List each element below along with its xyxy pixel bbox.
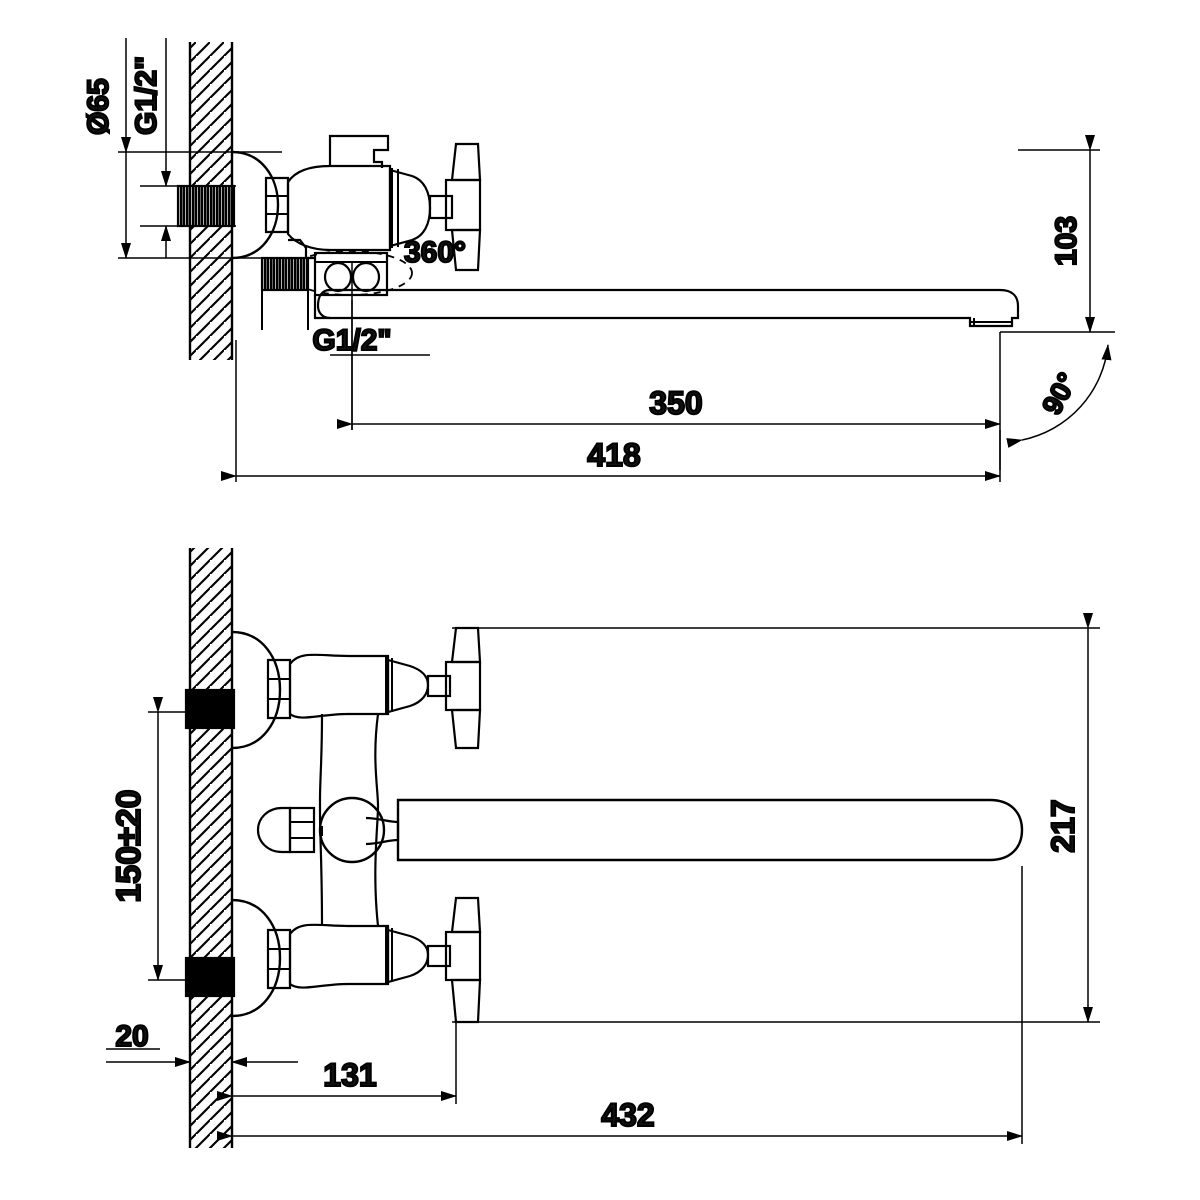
spout-top [316,288,1020,328]
dim-label-g12-inlet: G1/2" [130,56,163,135]
dim-418 [221,340,1001,482]
escutcheon-lower-bottom [231,898,282,1018]
dim-label-360: 360° [404,236,466,269]
hex-nut-lower-bottom [266,928,292,990]
dim-350 [337,300,1001,430]
dim-label-131: 131 [323,1057,376,1093]
dim-432 [217,866,1023,1144]
diverter-knob [256,806,316,854]
dim-20 [106,1034,298,1086]
wall-section-bottom [188,548,234,1148]
spout-bottom [396,798,1024,862]
dim-label-20: 20 [115,1020,148,1053]
dim-label-217: 217 [1045,799,1081,852]
cross-handle-upper-bottom [426,626,482,750]
dim-150pm20 [148,697,198,981]
dim-label-d65: Ø65 [82,78,115,135]
hex-nut-upper-bottom [266,658,292,720]
cross-handle-top [428,142,482,272]
dim-g12-inlet-top [140,38,236,258]
escutcheon-upper-bottom [231,630,282,750]
cross-handle-lower-bottom [426,896,482,1024]
dim-d65 [118,38,282,259]
dim-217 [452,613,1100,1023]
mixer-body-upper [288,653,430,719]
lower-inlet-thread-top [260,256,310,330]
inlet-thread-lower-bottom [184,956,236,998]
dim-103 [1000,135,1115,333]
inlet-thread-top [176,184,236,228]
mixer-body-lower [288,923,430,989]
dim-label-150pm20: 150±20 [110,789,148,902]
dim-label-418: 418 [587,437,640,473]
dim-label-350: 350 [649,385,702,421]
inlet-thread-upper-bottom [184,688,236,730]
dim-label-432: 432 [601,1097,654,1133]
dim-131 [217,1020,457,1104]
mixer-body-column [318,713,380,927]
dim-label-103: 103 [1050,216,1083,266]
swivel-ring-bottom [318,796,400,864]
upper-lever-top [328,134,390,168]
escutcheon-top [231,150,280,260]
